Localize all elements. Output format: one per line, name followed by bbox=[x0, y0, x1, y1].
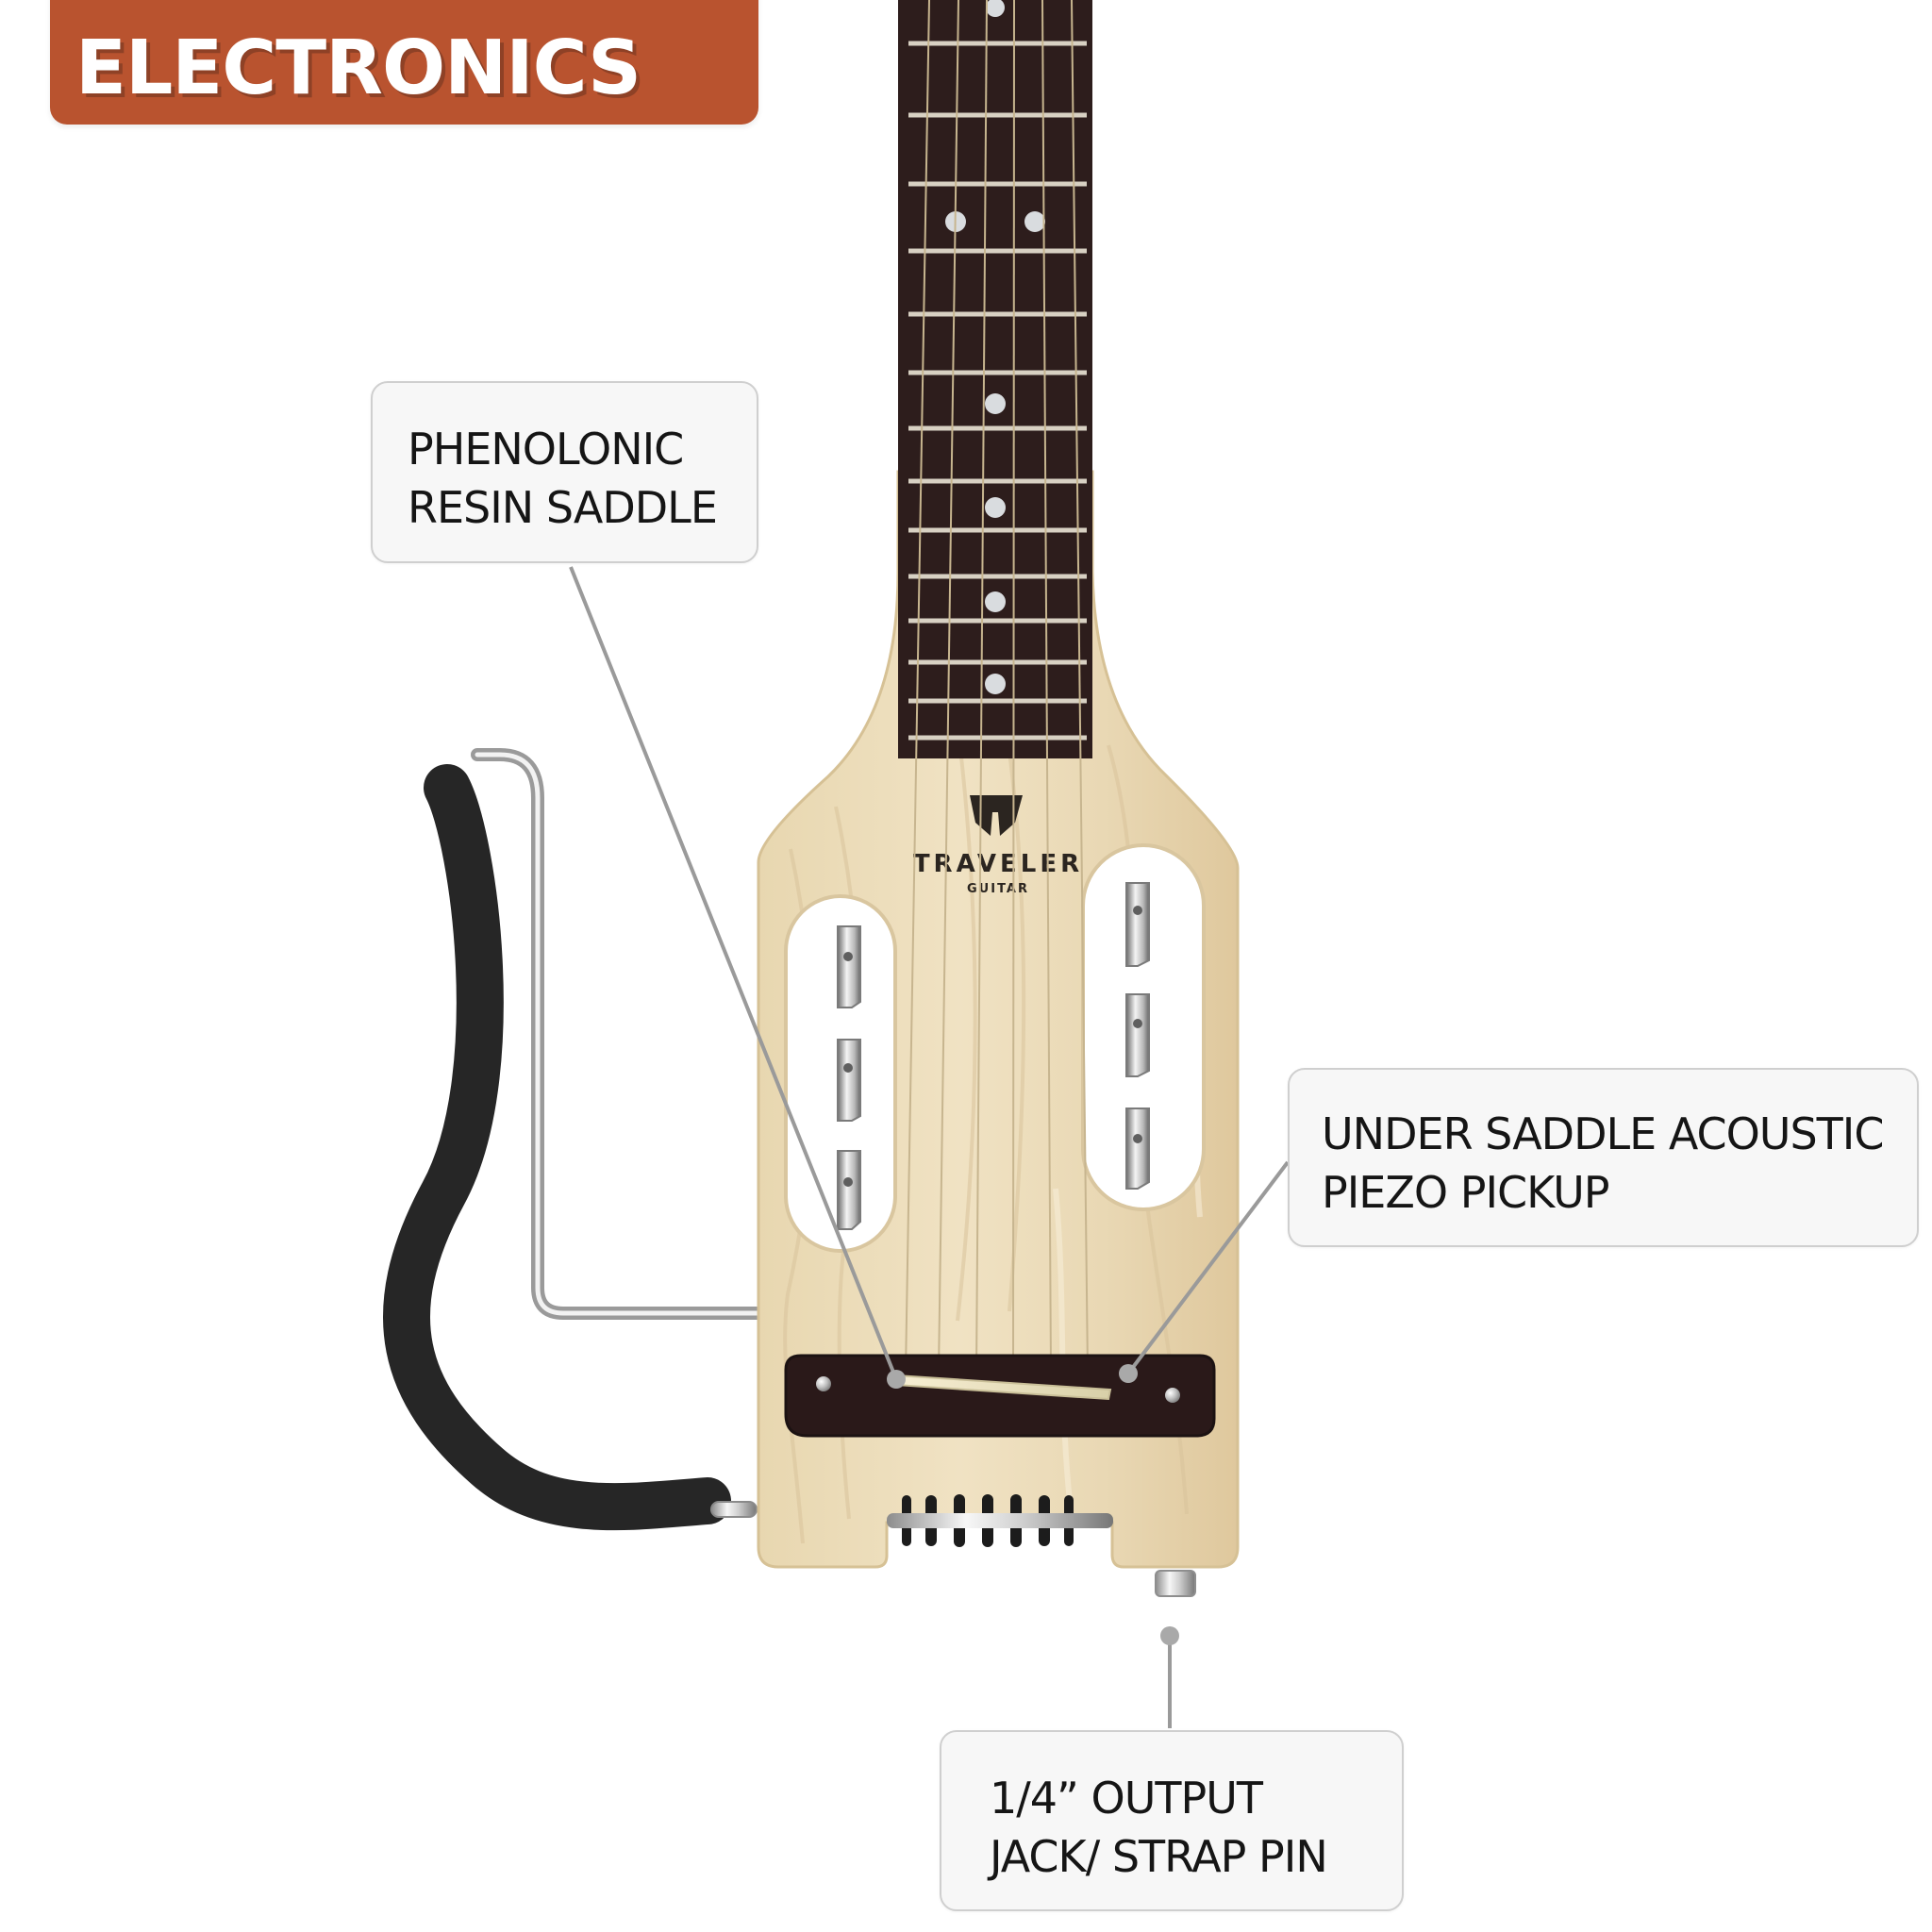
fret-markers bbox=[945, 0, 1045, 694]
brand-sub-text: GUITAR bbox=[967, 882, 1029, 896]
frets bbox=[908, 41, 1087, 741]
piezo-pickup-callout: UNDER SADDLE ACOUSTIC PIEZO PICKUP bbox=[1288, 1068, 1919, 1247]
page-title: ELECTRONICS bbox=[75, 25, 641, 111]
bridge-plate bbox=[784, 1354, 1216, 1438]
title-banner bbox=[50, 0, 758, 125]
leg-rest-foam bbox=[383, 764, 731, 1531]
output-jack-callout: 1/4” OUTPUT JACK/ STRAP PIN bbox=[940, 1730, 1404, 1911]
callout-line: PHENOLONIC bbox=[408, 424, 684, 475]
guitar-icon: TRAVELER GUITAR bbox=[383, 0, 1290, 1728]
leg-rest-pin bbox=[710, 1501, 758, 1518]
leg-rest-frame bbox=[471, 748, 765, 1320]
guitar-strings bbox=[905, 0, 1089, 1374]
output-jack bbox=[1155, 1570, 1196, 1597]
tuner-screws bbox=[843, 906, 1142, 1187]
callout-line: RESIN SADDLE bbox=[408, 482, 718, 533]
tuning-pegs bbox=[837, 882, 1150, 1230]
callout-line: 1/4” OUTPUT bbox=[990, 1773, 1263, 1824]
output-leader-dot bbox=[1160, 1626, 1179, 1645]
callout-line: PIEZO PICKUP bbox=[1322, 1167, 1609, 1218]
saddle-leader-line bbox=[569, 566, 898, 1380]
fretboard bbox=[898, 0, 1092, 758]
pickup-leader-dot bbox=[1119, 1364, 1138, 1383]
phenolonic-saddle-callout: PHENOLONIC RESIN SADDLE bbox=[371, 381, 758, 563]
bridge-rod bbox=[887, 1513, 1113, 1528]
pickup-leader-line bbox=[1126, 1160, 1290, 1375]
callout-line: JACK/ STRAP PIN bbox=[990, 1831, 1328, 1882]
leg-rest-frame-highlight bbox=[475, 752, 761, 1316]
saddle-leader-dot bbox=[887, 1370, 906, 1389]
traveler-logo-icon bbox=[970, 795, 1023, 836]
brand-main-text: TRAVELER bbox=[913, 850, 1083, 878]
callout-line: UNDER SADDLE ACOUSTIC bbox=[1322, 1108, 1884, 1159]
